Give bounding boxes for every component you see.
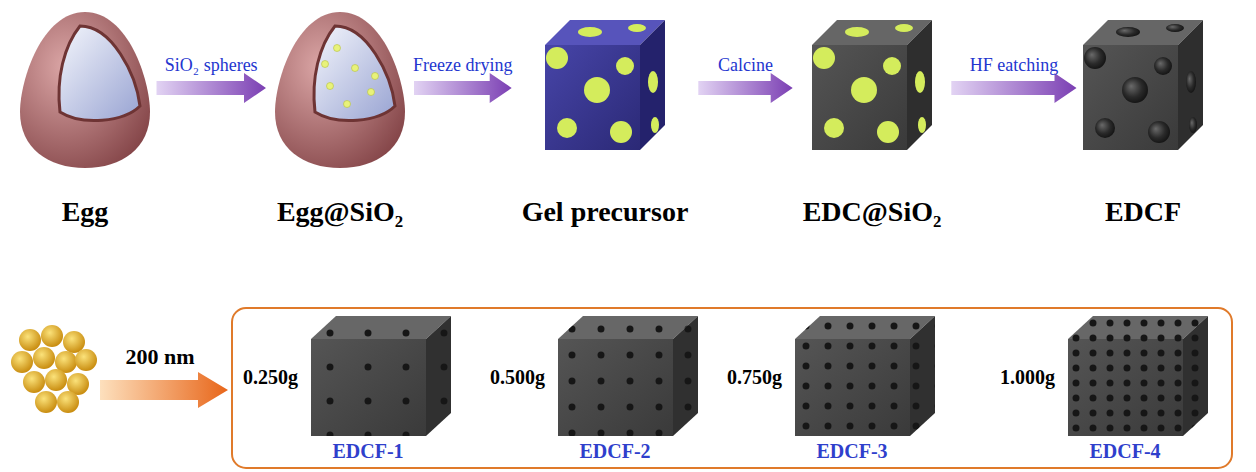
egg-sio2-picture <box>275 12 405 168</box>
sample-cube-3 <box>795 316 935 436</box>
stage-label: EDC@SiO₂ <box>803 196 942 228</box>
arrow-label: Calcine <box>718 55 773 76</box>
sphere-cluster <box>11 325 97 413</box>
stage-node: EDC@SiO₂ <box>797 5 948 235</box>
process-arrow <box>414 73 512 103</box>
size-arrow <box>100 372 228 408</box>
sample-cube-2 <box>558 316 698 436</box>
sample-cube-1 <box>311 316 451 436</box>
sample-cube-4 <box>1068 316 1208 436</box>
edcf-cube <box>1083 20 1203 150</box>
arrow-label: SiO₂ spheres <box>165 55 258 76</box>
stage-label: Egg@SiO₂ <box>277 196 403 228</box>
sample-label: EDCF-3 <box>816 440 887 463</box>
stage-node: Egg <box>18 5 153 235</box>
stage-node: Egg@SiO₂ <box>270 5 410 235</box>
sample-label: EDCF-1 <box>332 440 403 463</box>
process-arrow <box>157 73 267 103</box>
process-arrow <box>951 73 1076 103</box>
sample-label: EDCF-4 <box>1089 440 1160 463</box>
mass-label: 0.750g <box>727 366 782 389</box>
arrow-label: Freeze drying <box>413 55 512 76</box>
size-label: 200 nm <box>125 344 194 369</box>
mass-label: 0.500g <box>490 366 545 389</box>
sample-cube: 0.750gEDCF-3 <box>727 312 935 466</box>
process-arrow <box>698 73 792 103</box>
stage-node: EDCF <box>1081 5 1206 235</box>
egg-picture <box>20 12 150 168</box>
arrow-label: HF eatching <box>970 55 1058 76</box>
stage-label: EDCF <box>1105 196 1181 228</box>
sample-cube: 1.000gEDCF-4 <box>1000 312 1208 466</box>
sample-cube: 0.250gEDCF-1 <box>243 312 451 466</box>
edc-cube <box>812 20 932 150</box>
mass-label: 0.250g <box>243 366 298 389</box>
mass-label: 1.000g <box>1000 366 1055 389</box>
sample-cube: 0.500gEDCF-2 <box>490 312 698 466</box>
stage-node: Gel precursor <box>516 5 695 235</box>
stage-label: Egg <box>62 196 109 228</box>
sample-frame <box>232 308 1232 468</box>
gel-cube <box>545 20 665 150</box>
stage-label: Gel precursor <box>522 196 689 228</box>
sample-label: EDCF-2 <box>579 440 650 463</box>
